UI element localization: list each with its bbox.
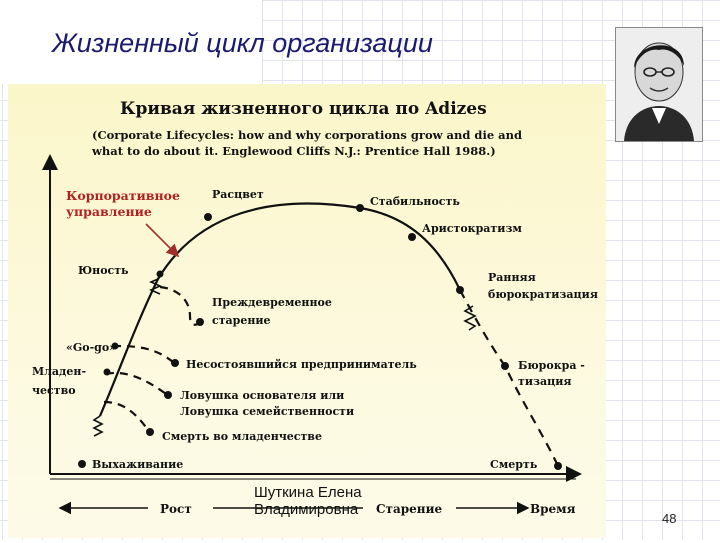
dot-yunost <box>156 270 164 278</box>
dot-prezhdevremennoe <box>196 318 204 326</box>
dot-rannyaya <box>456 286 464 294</box>
zigzag-youth <box>149 278 162 295</box>
author-name: Шуткина Елена Владимировна <box>254 484 362 518</box>
page-number: 48 <box>662 511 677 526</box>
label-lovushka-1: Ловушка основателя или <box>180 389 344 402</box>
dot-rascvet <box>204 213 212 221</box>
dot-mladenchestvo <box>103 368 111 376</box>
lifecycle-figure: Кривая жизненного цикла по Adizes (Corpo… <box>8 84 606 538</box>
label-prezhdevremennoe-2: старение <box>212 314 271 327</box>
label-rascvet: Расцвет <box>212 188 264 201</box>
label-prezhdevremennoe-1: Преждевременное <box>212 296 332 309</box>
main-lifecycle-curve <box>98 202 461 417</box>
figure-heading: Кривая жизненного цикла по Adizes <box>120 99 487 119</box>
label-lovushka-2: Ловушка семейственности <box>180 405 354 418</box>
label-byurokratizaciya-2: тизация <box>518 375 572 388</box>
label-smert: Смерть <box>490 458 538 471</box>
dot-smert <box>554 462 562 470</box>
source-line-1: (Corporate Lifecycles: how and why corpo… <box>92 128 522 142</box>
background-mask <box>0 0 262 84</box>
author-portrait-photo <box>615 27 703 142</box>
premature-aging-curve <box>159 285 199 326</box>
dot-stabilnost <box>356 204 364 212</box>
label-rannyaya-1: Ранняя <box>488 271 536 284</box>
label-vykhazhivanie: Выхаживание <box>92 458 183 471</box>
callout-line-1: Корпоративное <box>66 188 180 203</box>
axis-rost: Рост <box>160 502 192 516</box>
unfulfilled-entrepreneur-curve <box>112 344 174 363</box>
label-gogo: «Go-go» <box>66 341 116 354</box>
dot-nesostoyavshiysya <box>171 359 179 367</box>
founder-trap-curve <box>105 371 167 395</box>
callout-arrow <box>145 223 180 258</box>
label-byurokratizaciya-1: Бюрокра - <box>518 359 585 372</box>
zigzag-infancy <box>92 415 104 437</box>
label-nesostoyavshiysya: Несостоявшийся предприниматель <box>186 358 417 371</box>
infant-mortality-curve <box>103 400 149 431</box>
label-aristokratizm: Аристократизм <box>422 222 522 235</box>
label-yunost: Юность <box>78 264 129 277</box>
dot-gogo <box>111 342 119 350</box>
dot-smert-mladenchestvo <box>146 428 154 436</box>
axis-starenie: Старение <box>376 502 442 516</box>
dot-byurokratizaciya <box>501 362 509 370</box>
dot-aristokratizm <box>408 233 416 241</box>
label-rannyaya-2: бюрократизация <box>488 288 598 301</box>
label-mladenchestvo-1: Младен- <box>32 365 86 378</box>
dot-lovushka <box>164 391 172 399</box>
zigzag-early-bureaucracy <box>463 305 477 331</box>
dot-vykhazhivanie <box>78 460 86 468</box>
label-stabilnost: Стабильность <box>370 195 460 208</box>
slide-title: Жизненный цикл организации <box>52 28 433 58</box>
axis-vremya: Время <box>530 502 576 516</box>
source-line-2: what to do about it. Englewood Cliffs N.… <box>91 144 496 158</box>
label-smert-mladenchestvo: Смерть во младенчестве <box>162 430 322 443</box>
callout-line-2: управление <box>66 204 152 219</box>
lifecycle-diagram: Кривая жизненного цикла по Adizes (Corpo… <box>32 99 598 516</box>
label-mladenchestvo-2: чество <box>32 384 76 397</box>
stage-dots <box>78 204 562 470</box>
